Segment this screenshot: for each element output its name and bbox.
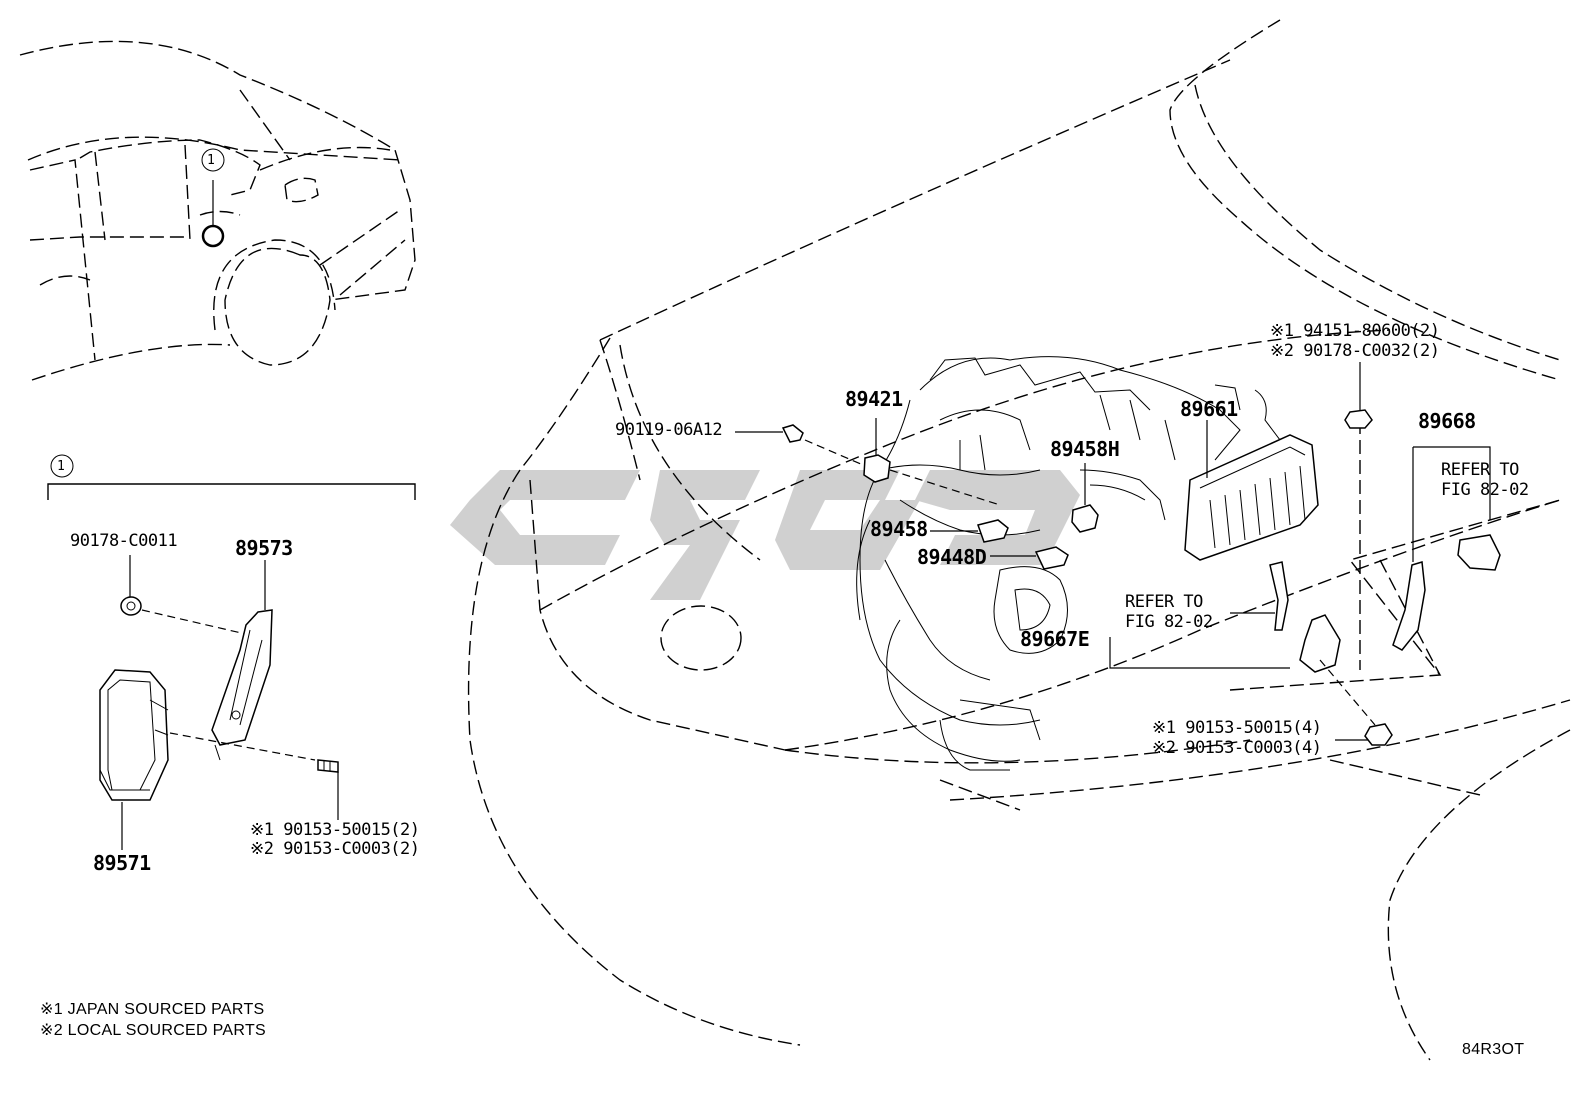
inset-detail: [47, 454, 416, 850]
part-number-ecu-89661[interactable]: 89661: [1180, 397, 1238, 421]
refer-note-b-line1[interactable]: REFER TO: [1441, 460, 1519, 480]
refer-note-a-line2[interactable]: FIG 82-02: [1125, 612, 1213, 632]
part-number-nut[interactable]: 90178-C0011: [70, 531, 178, 551]
watermark-logo: [450, 470, 1080, 600]
part-number-bolt-jp-inset[interactable]: ※1 90153-50015(2): [250, 820, 420, 840]
part-number-89458h[interactable]: 89458H: [1050, 437, 1120, 461]
legend-local-sourced: ※2 LOCAL SOURCED PARTS: [40, 1022, 266, 1039]
refer-note-b-line2[interactable]: FIG 82-02: [1441, 480, 1529, 500]
callout-number-car: 1: [207, 153, 215, 168]
main-small-parts: [735, 362, 1501, 746]
ecu-89661: [1184, 434, 1319, 561]
part-number-89421[interactable]: 89421: [845, 387, 903, 411]
part-number-89448d[interactable]: 89448D: [917, 545, 987, 569]
diagram-code: 84R3OT: [1462, 1041, 1525, 1058]
part-number-module-89571[interactable]: 89571: [93, 851, 151, 875]
part-number-89667e[interactable]: 89667E: [1020, 627, 1090, 651]
part-number-bolt-90119[interactable]: 90119-06A12: [615, 420, 723, 440]
part-number-89668[interactable]: 89668: [1418, 409, 1476, 433]
part-number-89458[interactable]: 89458: [870, 517, 928, 541]
part-number-bolt-local-inset[interactable]: ※2 90153-C0003(2): [250, 839, 420, 859]
refer-note-a-line1[interactable]: REFER TO: [1125, 592, 1203, 612]
part-number-bolt-jp-main[interactable]: ※1 90153-50015(4): [1152, 718, 1322, 738]
part-number-nut-jp-main[interactable]: ※1 94151-80600(2): [1270, 321, 1440, 341]
main-body: [467, 19, 1571, 1061]
part-number-bolt-local-main[interactable]: ※2 90153-C0003(4): [1152, 738, 1322, 758]
part-number-bracket-89573[interactable]: 89573: [235, 536, 293, 560]
car-rear-view: [19, 40, 416, 381]
part-number-nut-local-main[interactable]: ※2 90178-C0032(2): [1270, 341, 1440, 361]
legend-japan-sourced: ※1 JAPAN SOURCED PARTS: [40, 1001, 265, 1018]
callout-number-inset: 1: [57, 459, 65, 474]
